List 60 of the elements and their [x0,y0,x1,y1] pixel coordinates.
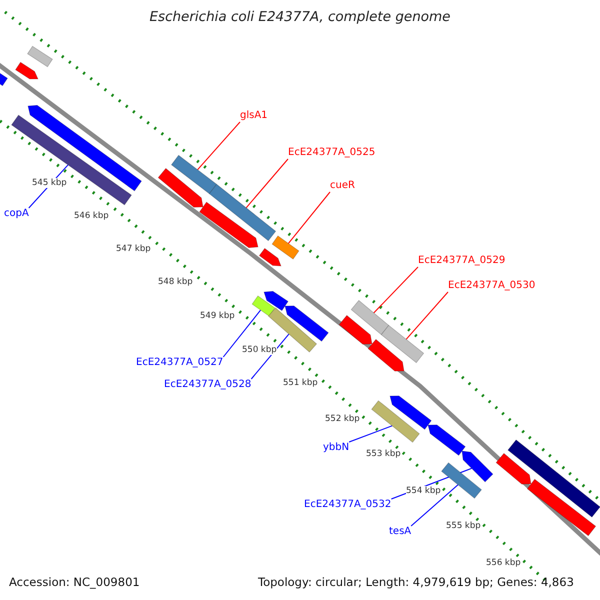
gene-feature [368,338,404,372]
gene-feature [170,154,218,194]
gene-feature [284,306,329,342]
scale-label: 552 kbp [325,414,360,424]
leader-line [288,192,330,244]
leader-line [348,425,393,442]
gene-feature [27,46,53,68]
gene-feature [252,295,276,317]
gene-feature [158,168,204,208]
gene-feature [390,396,432,430]
scale-label: 555 kbp [446,521,481,531]
gene-label: cueR [330,180,355,192]
leader-line [246,158,288,208]
gene-feature [28,105,142,192]
gene-label: EcE24377A_0528 [164,379,252,391]
gene-label: tesA [389,526,412,538]
gene-label: EcE24377A_0525 [288,147,376,159]
leader-line [197,122,240,170]
gene-label: EcE24377A_0527 [136,357,224,369]
leader-line [406,292,448,340]
scale-label: 549 kbp [200,311,235,321]
gene-feature [350,300,390,336]
scale-label: 554 kbp [406,486,441,496]
gene-feature [380,324,424,364]
gene-feature [199,202,258,248]
gene-feature [371,400,420,443]
gene-feature [208,184,276,242]
scale-label: 548 kbp [158,277,193,287]
scale-label: 556 kbp [486,558,521,568]
gene-label: glsA1 [240,110,268,122]
scale-label: 545 kbp [32,178,67,188]
gene-feature [507,439,600,518]
scale-label: 551 kbp [283,378,318,388]
gene-label: EcE24377A_0530 [448,280,536,292]
scale-label: 547 kbp [116,244,151,254]
footer-text: Topology: circular; Length: 4,979,619 bp; Genes: 4,863 [258,575,574,589]
title: Escherichia coli E24377A, complete genome [148,9,452,25]
gene-feature [11,114,132,206]
gene-label: EcE24377A_0532 [304,499,392,511]
leader-line [373,266,418,314]
gene-feature [258,248,282,266]
gene-label: EcE24377A_0529 [418,255,506,267]
leader-line [250,334,290,380]
leader-line [222,310,262,358]
gene-label: copA [4,208,29,220]
scale-label: 553 kbp [366,449,401,459]
gene-feature [526,478,596,536]
gene-feature [441,462,482,499]
gene-feature [462,450,494,482]
scale-label: 546 kbp [74,211,109,221]
gene-feature [15,62,38,80]
scale-label: 550 kbp [242,345,277,355]
leader-line [410,484,458,526]
gene-feature [338,314,372,344]
gene-feature [272,235,300,260]
gene-feature [496,452,532,484]
gene-feature [264,291,289,312]
gene-feature [428,424,466,456]
gene-label: ybbN [323,442,350,454]
footer-text: Accession: NC_009801 [9,575,140,589]
